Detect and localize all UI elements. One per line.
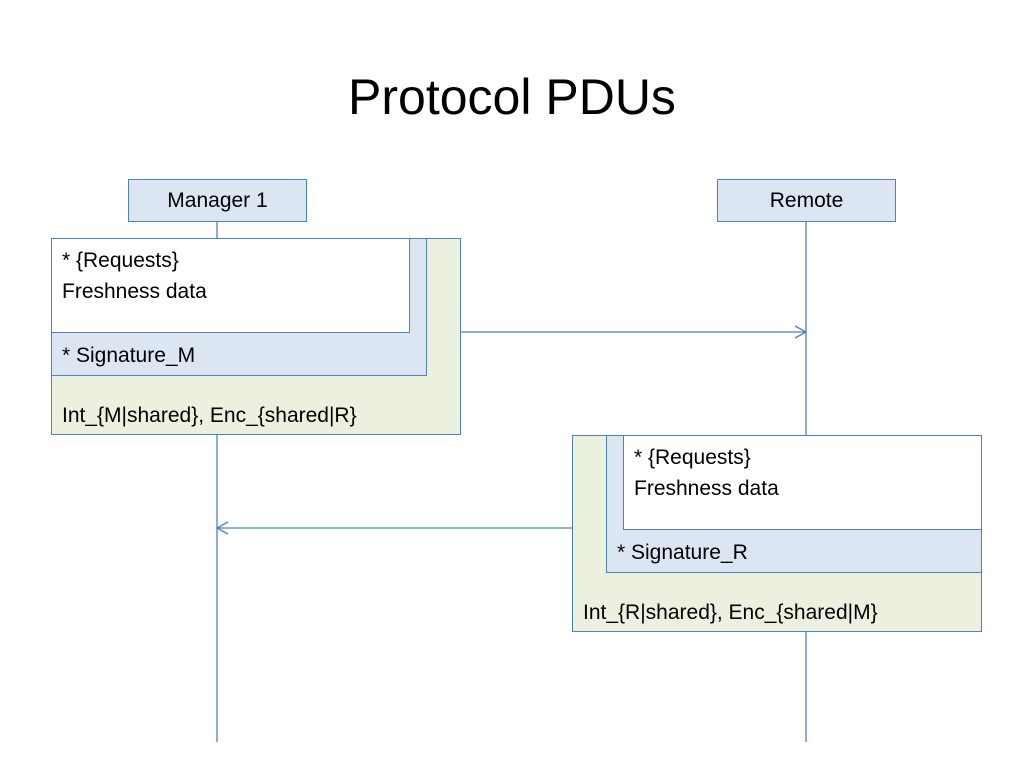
pdu-response-protection: Int_{R|shared}, Enc_{shared|M} bbox=[583, 601, 878, 624]
pdu-response-payload-line1: * {Requests} bbox=[634, 446, 751, 469]
pdu-request-protection: Int_{M|shared}, Enc_{shared|R} bbox=[62, 404, 357, 427]
actor-manager: Manager 1 bbox=[128, 179, 307, 222]
pdu-request-signature: * Signature_M bbox=[62, 344, 196, 367]
slide-title: Protocol PDUs bbox=[348, 69, 676, 125]
pdu-response-payload bbox=[623, 435, 982, 530]
actor-remote: Remote bbox=[717, 179, 896, 222]
pdu-request-payload-line1: * {Requests} bbox=[62, 249, 179, 272]
pdu-request-payload bbox=[51, 238, 410, 333]
pdu-request-payload-line2: Freshness data bbox=[62, 280, 207, 303]
request-arrowhead bbox=[794, 325, 808, 339]
pdu-response-signature: * Signature_R bbox=[617, 541, 748, 564]
pdu-response-payload-line2: Freshness data bbox=[634, 477, 779, 500]
response-arrowhead bbox=[215, 521, 229, 535]
